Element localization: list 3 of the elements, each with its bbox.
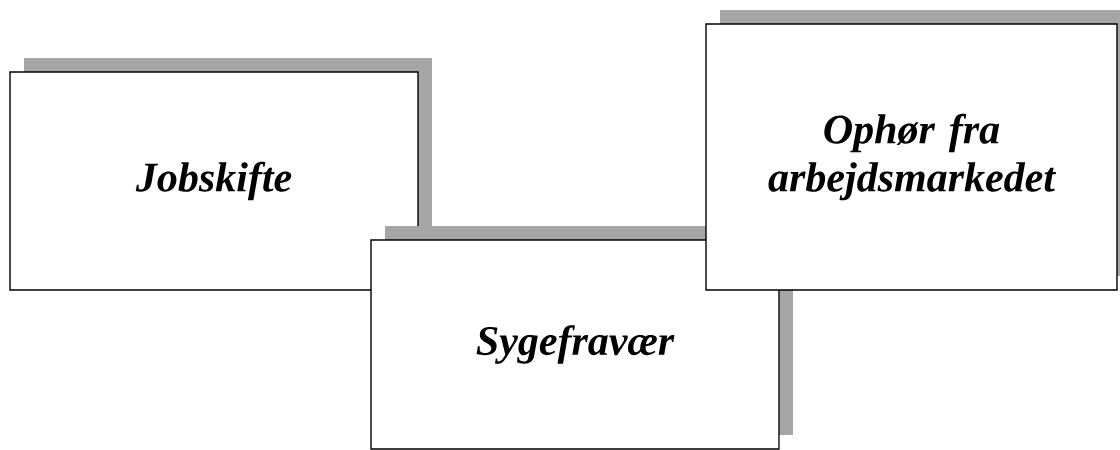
text-box: Jobskifte [9, 58, 432, 291]
text-box: Ophør fra arbejdsmarkedet [705, 10, 1120, 291]
text-box: Sygefravær [370, 226, 793, 450]
